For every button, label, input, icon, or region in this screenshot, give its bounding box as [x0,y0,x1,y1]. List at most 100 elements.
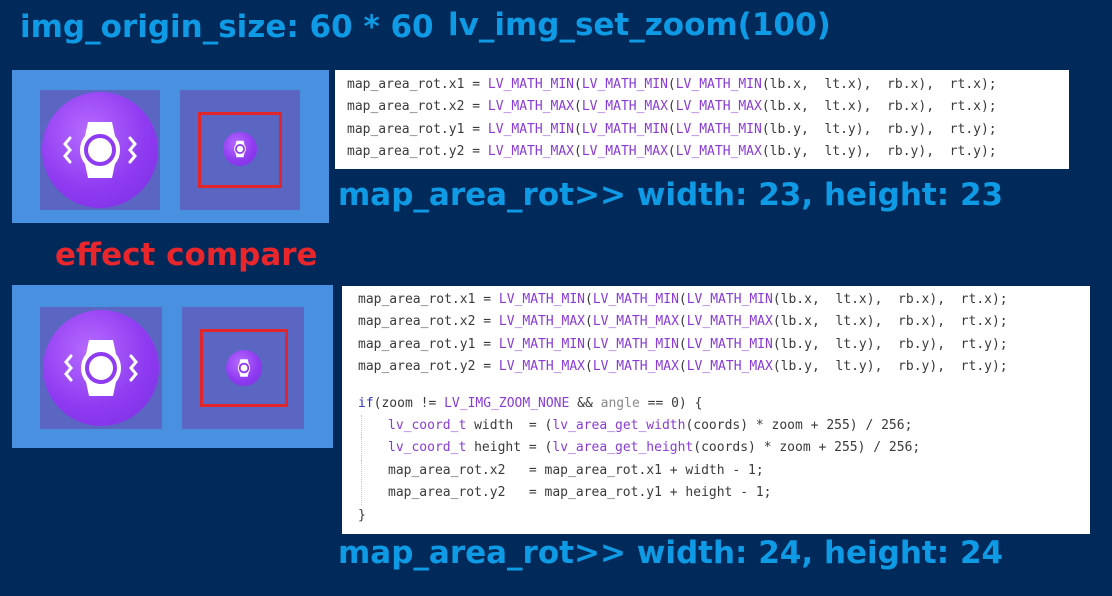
code-line: map_area_rot.y1 = LV_MATH_MIN(LV_MATH_MI… [358,334,1090,356]
code-token: map_area_rot.y2 = [347,144,488,160]
code-token: LV_MATH_MAX [498,359,585,375]
code-token: (lb.x, lt.x), rb.x), rt.x); [772,292,1008,307]
code-token: LV_MATH_MIN [498,336,585,352]
code-token: ( [667,121,676,137]
code-token: LV_MATH_MIN [592,336,679,352]
code-token: ( [584,314,593,330]
code-token: (lb.x, lt.x), rb.x), rt.x); [761,77,997,92]
watch-icon [43,310,159,426]
code-token: LV_MATH_MIN [592,292,679,307]
code-token: ( [573,77,582,92]
code-token: (lb.y, lt.y), rb.y), rt.y); [761,121,997,137]
code-token: LV_MATH_MIN [686,336,773,352]
code-line: if(zoom != LV_IMG_ZOOM_NONE && angle == … [358,393,1090,415]
code-token: ( [667,77,676,92]
code-line: map_area_rot.y2 = map_area_rot.y1 + heig… [361,482,1090,505]
code-token: width = ( [466,417,553,433]
watch-icon [223,132,257,166]
code-token: lv_area_get_height [552,440,694,456]
code-token: LV_IMG_ZOOM_NONE [444,395,570,411]
code-token: lv_area_get_width [552,417,686,433]
code-snippet-bottom: map_area_rot.x1 = LV_MATH_MIN(LV_MATH_MI… [342,286,1090,534]
code-token: map_area_rot.y2 = [358,359,499,375]
code-token: ( [678,292,687,307]
code-token: (lb.x, lt.x), rb.x), rt.x); [772,314,1008,330]
code-token: } [358,507,366,523]
code-token: LV_MATH_MIN [487,77,574,92]
code-token: ( [584,336,593,352]
code-token: lv_coord_t [388,440,467,456]
code-token: map_area_rot.x2 = map_area_rot.x1 + widt… [388,462,764,478]
code-line [358,379,1090,393]
code-token: ( [678,336,687,352]
code-token: ( [573,99,582,115]
code-token: map_area_rot.x2 = [358,314,499,330]
code-token: LV_MATH_MAX [592,314,679,330]
code-token: ( [573,121,582,137]
code-token: LV_MATH_MAX [686,359,773,375]
code-token: LV_MATH_MIN [686,292,773,307]
code-token: LV_MATH_MIN [487,121,574,137]
original-image-tile [40,90,160,210]
code-token: (coords) * zoom + 255) / 256; [685,417,913,433]
code-line: map_area_rot.y2 = LV_MATH_MAX(LV_MATH_MA… [347,141,1069,163]
code-token: ( [584,292,593,307]
code-token: map_area_rot.y2 = map_area_rot.y1 + heig… [388,485,772,501]
code-line: lv_coord_t height = (lv_area_get_height(… [361,437,1090,460]
zoom-area-highlight [198,112,282,188]
code-token: ( [678,314,687,330]
result-heading-bottom: map_area_rot>> width: 24, height: 24 [338,535,1004,571]
result-heading-top: map_area_rot>> width: 23, height: 23 [338,177,1004,213]
code-token: ( [667,144,676,160]
code-token: ( [667,99,676,115]
code-token: (lb.y, lt.y), rb.y), rt.y); [772,359,1008,375]
code-token: (zoom != [373,395,445,411]
code-token: map_area_rot.y1 = [347,121,488,137]
code-token: LV_MATH_MAX [686,314,773,330]
bottom-image-panel [12,285,333,448]
code-token: map_area_rot.x1 = [358,292,499,307]
code-token: (lb.y, lt.y), rb.y), rt.y); [761,144,997,160]
code-token: if [358,395,374,411]
code-token: LV_MATH_MAX [581,99,668,115]
code-token: map_area_rot.y1 = [358,336,499,352]
code-token: angle [600,395,640,411]
code-token: lv_coord_t [388,417,467,433]
code-token: LV_MATH_MAX [675,144,762,160]
code-token: LV_MATH_MAX [581,144,668,160]
code-token: LV_MATH_MIN [581,121,668,137]
code-token: (lb.x, lt.x), rb.x), rt.x); [761,99,997,115]
code-token: LV_MATH_MIN [498,292,585,307]
code-token: ( [573,144,582,160]
code-token: (lb.y, lt.y), rb.y), rt.y); [772,336,1008,352]
code-line: map_area_rot.x2 = LV_MATH_MAX(LV_MATH_MA… [358,311,1090,333]
code-line: map_area_rot.x1 = LV_MATH_MIN(LV_MATH_MI… [358,289,1090,311]
watch-icon [226,350,262,386]
code-line: lv_coord_t width = (lv_area_get_width(co… [361,414,1090,438]
code-token: LV_MATH_MAX [487,144,574,160]
code-token: LV_MATH_MIN [675,121,762,137]
origin-size-heading: img_origin_size: 60 * 60 [20,9,434,45]
code-token: (coords) * zoom + 255) / 256; [693,440,921,456]
code-token: == 0) { [639,395,703,411]
code-token: LV_MATH_MIN [581,77,668,92]
code-token: LV_MATH_MIN [675,77,762,92]
top-image-panel [12,70,329,223]
zoom-area-highlight [200,329,288,407]
code-token: map_area_rot.x2 = [347,99,488,115]
code-token: ( [678,359,687,375]
code-token: map_area_rot.x1 = [347,77,488,92]
code-token: && [569,395,601,411]
original-image-tile [40,307,162,429]
code-token: height = ( [466,440,553,456]
code-line: map_area_rot.x2 = LV_MATH_MAX(LV_MATH_MA… [347,96,1069,118]
zoom-heading: lv_img_set_zoom(100) [448,7,831,43]
code-token: ( [584,359,593,375]
code-token: LV_MATH_MAX [675,99,762,115]
zoomed-image-tile [180,90,300,210]
code-line: map_area_rot.x1 = LV_MATH_MIN(LV_MATH_MI… [347,74,1069,96]
code-token: LV_MATH_MAX [592,359,679,375]
code-token: LV_MATH_MAX [487,99,574,115]
zoomed-image-tile [182,307,304,429]
code-token: LV_MATH_MAX [498,314,585,330]
